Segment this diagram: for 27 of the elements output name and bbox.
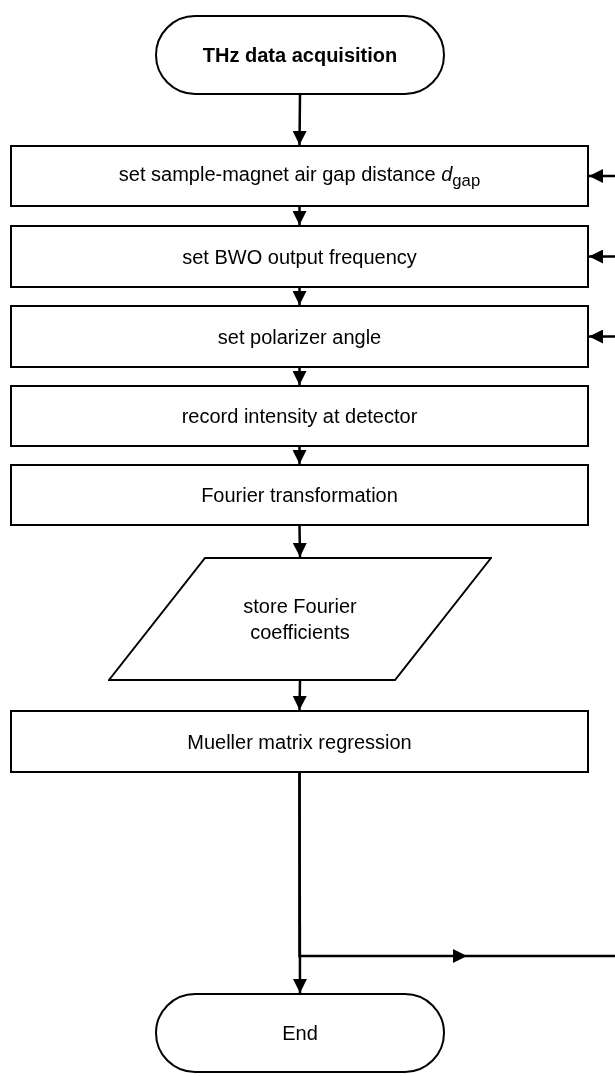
node-label: End	[282, 1021, 318, 1046]
node-label: set sample-magnet air gap distance d$_{gap}$	[118, 161, 481, 192]
arrow	[589, 169, 615, 183]
arrow	[298, 773, 615, 963]
node-label: Fourier transformation	[201, 483, 398, 508]
arrow	[292, 95, 307, 145]
arrow	[589, 329, 615, 344]
process-box	[10, 145, 589, 207]
arrow	[292, 525, 307, 558]
data-parallelogram	[108, 557, 492, 681]
node-label: Mueller matrix regression	[187, 729, 412, 755]
process-box	[10, 464, 589, 526]
node-label: record intensity at detector	[181, 404, 418, 429]
node-label: set polarizer angle	[217, 324, 382, 350]
arrow	[292, 680, 307, 711]
arrow	[292, 447, 307, 464]
arrow	[292, 368, 307, 385]
process-box	[10, 385, 589, 447]
arrow	[292, 288, 307, 305]
node-label: set BWO output frequency	[182, 244, 417, 270]
process-box	[10, 225, 589, 288]
node-label: store Fourier coefficients	[242, 594, 358, 645]
arrow	[589, 249, 615, 264]
process-box	[10, 710, 589, 773]
node-label: THz data acquisition	[202, 43, 398, 68]
process-box	[10, 305, 589, 368]
arrow	[292, 207, 307, 225]
